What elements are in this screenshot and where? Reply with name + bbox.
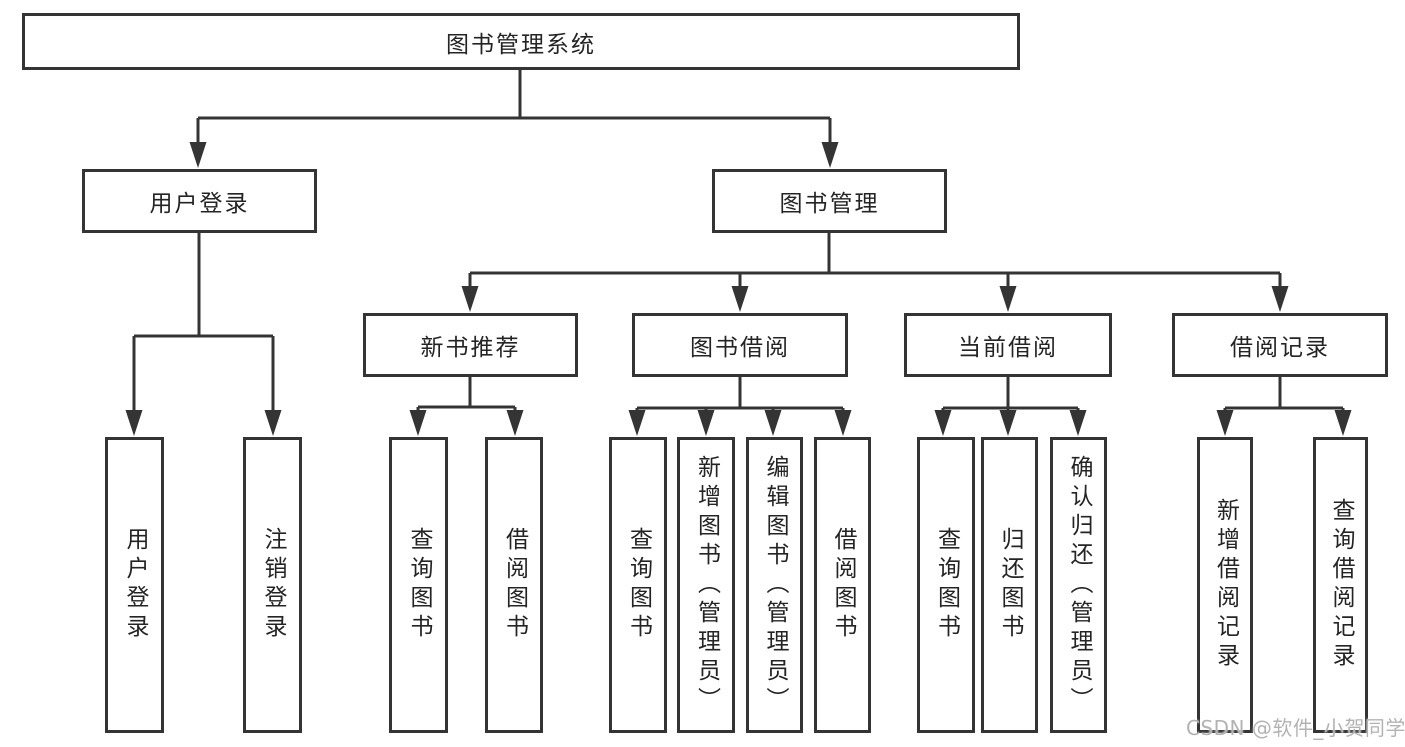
csdn-watermark: CSDN @软件_小贺同学	[1186, 716, 1405, 740]
leaf-logout-label: 注销登录	[260, 527, 286, 643]
leaf-bb-edit-books-admin-label: 编辑图书（管理员）	[762, 454, 788, 716]
leaf-nb-borrow-books-label: 借阅图书	[501, 527, 528, 643]
leaf-cb-return-books-label: 归还图书	[997, 527, 1023, 643]
node-book-borrow-label: 图书借阅	[690, 335, 790, 361]
node-root-label: 图书管理系统	[446, 31, 596, 58]
node-borrow-records: 借阅记录	[1172, 313, 1388, 377]
leaf-nb-query-books: 查询图书	[389, 437, 448, 733]
node-current-borrow: 当前借阅	[904, 313, 1112, 377]
node-root: 图书管理系统	[22, 13, 1020, 70]
leaf-br-query-record: 查询借阅记录	[1313, 437, 1368, 733]
node-current-borrow-label: 当前借阅	[958, 335, 1058, 361]
leaf-cb-return-books: 归还图书	[981, 437, 1038, 733]
arrowheads	[125, 142, 1352, 436]
node-user-login: 用户登录	[82, 169, 317, 233]
node-user-login-label: 用户登录	[149, 191, 250, 217]
connector-shafts	[132, 70, 1345, 413]
leaf-bb-query-books-label: 查询图书	[625, 527, 652, 643]
node-book-management: 图书管理	[712, 169, 947, 233]
node-new-book-recommend: 新书推荐	[363, 313, 578, 377]
node-borrow-records-label: 借阅记录	[1230, 335, 1330, 361]
leaf-bb-borrow-books: 借阅图书	[814, 437, 871, 733]
node-book-management-label: 图书管理	[779, 191, 880, 217]
leaf-bb-query-books: 查询图书	[609, 437, 667, 733]
leaf-logout: 注销登录	[243, 437, 302, 733]
leaf-br-add-record-label: 新增借阅记录	[1212, 498, 1239, 672]
leaf-nb-borrow-books: 借阅图书	[485, 437, 543, 733]
node-book-borrow: 图书借阅	[632, 313, 848, 377]
leaf-br-query-record-label: 查询借阅记录	[1328, 498, 1354, 672]
leaf-user-login: 用户登录	[105, 437, 164, 733]
leaf-bb-edit-books-admin: 编辑图书（管理员）	[746, 437, 803, 733]
leaf-bb-add-books-admin: 新增图书（管理员）	[677, 437, 735, 733]
leaf-bb-add-books-admin-label: 新增图书（管理员）	[693, 454, 720, 716]
leaf-br-add-record: 新增借阅记录	[1197, 437, 1253, 733]
leaf-nb-query-books-label: 查询图书	[406, 527, 432, 643]
leaf-cb-confirm-return-admin: 确认归还（管理员）	[1050, 437, 1107, 733]
leaf-cb-confirm-return-admin-label: 确认归还（管理员）	[1066, 454, 1092, 716]
leaf-user-login-label: 用户登录	[122, 527, 148, 643]
leaf-cb-query-books-label: 查询图书	[933, 527, 960, 643]
leaf-bb-borrow-books-label: 借阅图书	[830, 527, 856, 643]
node-new-book-recommend-label: 新书推荐	[420, 335, 521, 361]
leaf-cb-query-books: 查询图书	[917, 437, 975, 733]
